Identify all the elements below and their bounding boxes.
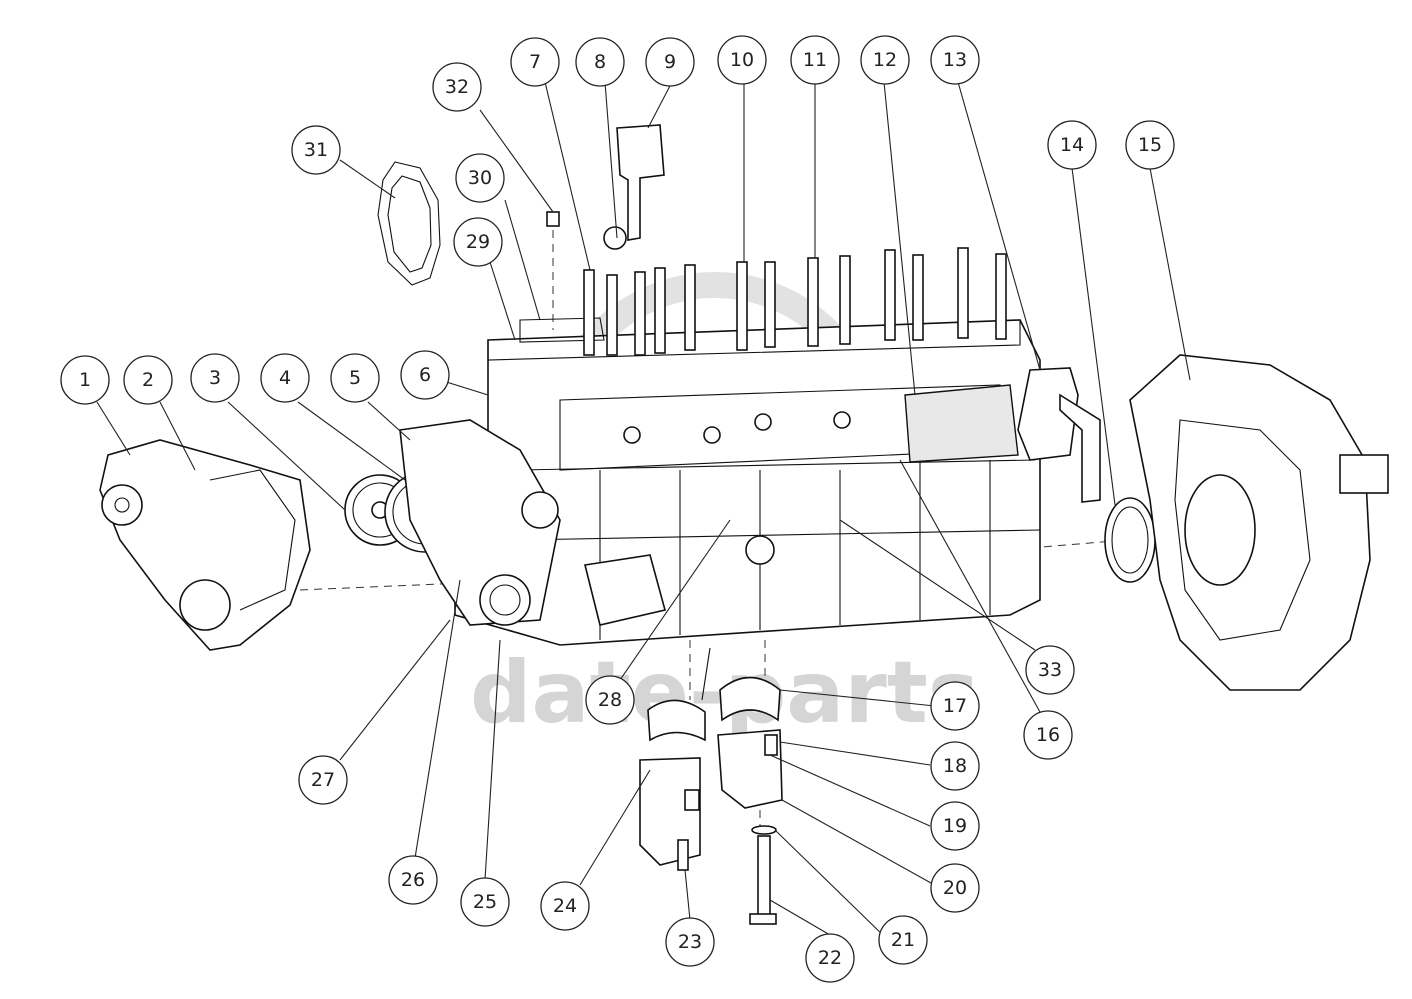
svg-text:30: 30 bbox=[468, 167, 492, 189]
callout-17: 17 bbox=[930, 681, 980, 731]
svg-text:15: 15 bbox=[1138, 134, 1162, 156]
svg-text:10: 10 bbox=[730, 49, 754, 71]
svg-text:5: 5 bbox=[349, 367, 361, 389]
svg-text:12: 12 bbox=[873, 49, 897, 71]
callout-10: 10 bbox=[717, 35, 767, 85]
main-bearing-cap-part bbox=[717, 729, 783, 809]
svg-text:21: 21 bbox=[891, 929, 915, 951]
callout-22: 22 bbox=[805, 933, 855, 983]
plug-part bbox=[546, 211, 560, 227]
callout-9: 9 bbox=[645, 37, 695, 87]
callout-5: 5 bbox=[330, 353, 380, 403]
callout-13: 13 bbox=[930, 35, 980, 85]
callout-27: 27 bbox=[298, 755, 348, 805]
svg-text:9: 9 bbox=[664, 51, 676, 73]
callout-30: 30 bbox=[455, 153, 505, 203]
svg-text:17: 17 bbox=[943, 695, 967, 717]
svg-text:2: 2 bbox=[142, 369, 154, 391]
breather-part bbox=[1017, 367, 1101, 503]
svg-text:23: 23 bbox=[678, 931, 702, 953]
svg-text:33: 33 bbox=[1038, 659, 1062, 681]
callout-15: 15 bbox=[1125, 120, 1175, 170]
flywheel-housing-part bbox=[1129, 354, 1389, 691]
callout-31: 31 bbox=[291, 125, 341, 175]
leader-lines bbox=[96, 81, 1191, 941]
callout-24: 24 bbox=[540, 881, 590, 931]
svg-text:19: 19 bbox=[943, 815, 967, 837]
timing-cover-part bbox=[99, 439, 311, 651]
callout-20: 20 bbox=[930, 863, 980, 913]
svg-text:6: 6 bbox=[419, 364, 431, 386]
svg-text:27: 27 bbox=[311, 769, 335, 791]
front-gasket-part bbox=[377, 161, 441, 286]
svg-text:31: 31 bbox=[304, 139, 328, 161]
callout-4: 4 bbox=[260, 353, 310, 403]
svg-text:16: 16 bbox=[1036, 724, 1060, 746]
callout-29: 29 bbox=[453, 217, 503, 267]
svg-text:4: 4 bbox=[279, 367, 291, 389]
callout-1: 1 bbox=[60, 355, 110, 405]
svg-text:11: 11 bbox=[803, 49, 827, 71]
callout-2: 2 bbox=[123, 355, 173, 405]
callout-23: 23 bbox=[665, 917, 715, 967]
callout-18: 18 bbox=[930, 741, 980, 791]
svg-text:3: 3 bbox=[209, 367, 221, 389]
engine-block-part bbox=[454, 317, 1041, 646]
callout-12: 12 bbox=[860, 35, 910, 85]
callout-16: 16 bbox=[1023, 710, 1073, 760]
front-plate-part bbox=[399, 419, 561, 626]
svg-text:8: 8 bbox=[594, 51, 606, 73]
svg-text:13: 13 bbox=[943, 49, 967, 71]
callout-11: 11 bbox=[790, 35, 840, 85]
cylinder-head-bolts bbox=[583, 247, 1007, 356]
svg-text:1: 1 bbox=[79, 369, 91, 391]
svg-text:20: 20 bbox=[943, 877, 967, 899]
callout-7: 7 bbox=[510, 37, 560, 87]
callout-3: 3 bbox=[190, 353, 240, 403]
callout-25: 25 bbox=[460, 877, 510, 927]
svg-text:14: 14 bbox=[1060, 134, 1084, 156]
callout-8: 8 bbox=[575, 37, 625, 87]
svg-text:29: 29 bbox=[466, 231, 490, 253]
dowel-pin-part bbox=[701, 647, 711, 701]
svg-text:24: 24 bbox=[553, 895, 577, 917]
fitting-part bbox=[603, 226, 627, 250]
upper-bearing-shell-part bbox=[719, 676, 781, 722]
svg-text:28: 28 bbox=[598, 689, 622, 711]
callout-21: 21 bbox=[878, 915, 928, 965]
svg-text:26: 26 bbox=[401, 869, 425, 891]
svg-text:25: 25 bbox=[473, 891, 497, 913]
svg-text:7: 7 bbox=[529, 51, 541, 73]
bearing-cap-part bbox=[639, 757, 701, 871]
bracket-part bbox=[616, 124, 665, 241]
svg-text:18: 18 bbox=[943, 755, 967, 777]
svg-text:22: 22 bbox=[818, 947, 842, 969]
callout-19: 19 bbox=[930, 801, 980, 851]
main-bearing-bolt-part bbox=[749, 825, 777, 925]
svg-text:32: 32 bbox=[445, 76, 469, 98]
callout-14: 14 bbox=[1047, 120, 1097, 170]
callout-28: 28 bbox=[585, 675, 635, 725]
callout-32: 32 bbox=[432, 62, 482, 112]
callout-33: 33 bbox=[1025, 645, 1075, 695]
callout-6: 6 bbox=[400, 350, 450, 400]
rear-seal-part bbox=[1104, 497, 1156, 583]
callout-26: 26 bbox=[388, 855, 438, 905]
lower-bearing-shell-part bbox=[647, 699, 706, 742]
